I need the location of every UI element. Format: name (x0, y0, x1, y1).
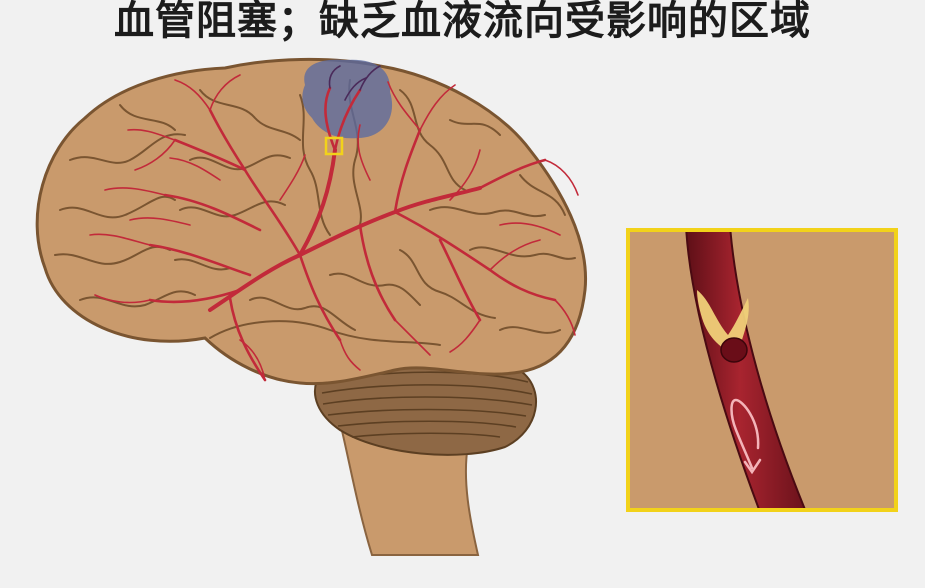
blocked-artery-inset (626, 226, 898, 512)
blood-clot (721, 338, 747, 362)
